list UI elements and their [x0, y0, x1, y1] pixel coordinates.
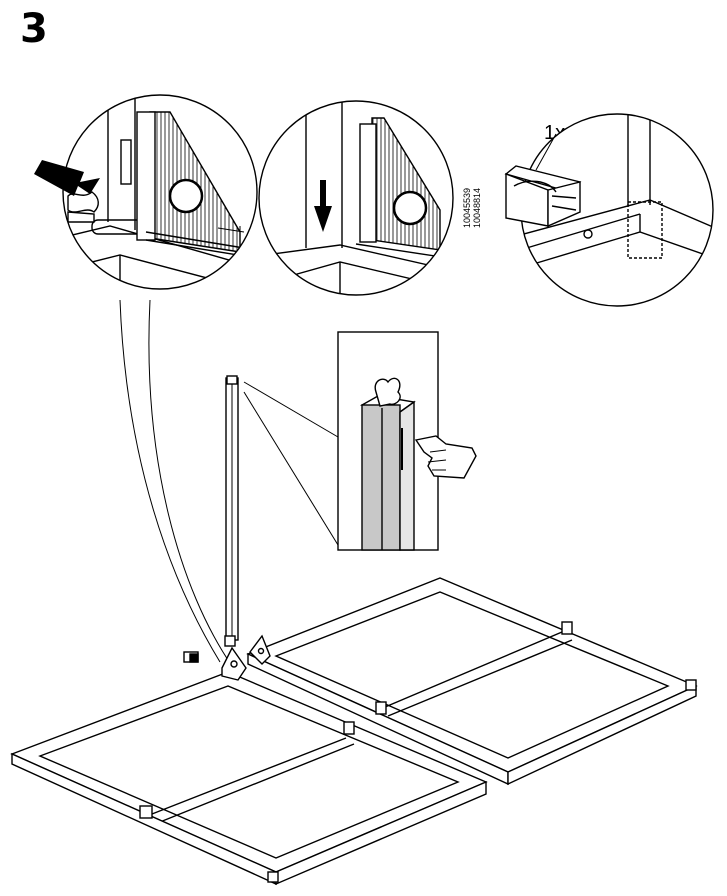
- detail-circle-insert: [34, 94, 258, 290]
- inset-finger-check: [337, 331, 477, 551]
- down-arrow-icon: [320, 180, 326, 208]
- insert-arrow-icon: [34, 160, 100, 196]
- connector-part: [504, 165, 582, 228]
- loose-connector: [183, 651, 199, 663]
- vertical-post: [224, 375, 239, 647]
- corner-brackets: [221, 634, 271, 681]
- base-frame-front: [10, 671, 488, 886]
- base-frame-back: [246, 577, 698, 786]
- step-number: 3: [20, 6, 48, 52]
- detail-circle-slide: [258, 100, 454, 296]
- detail-circle-connector: [504, 113, 714, 307]
